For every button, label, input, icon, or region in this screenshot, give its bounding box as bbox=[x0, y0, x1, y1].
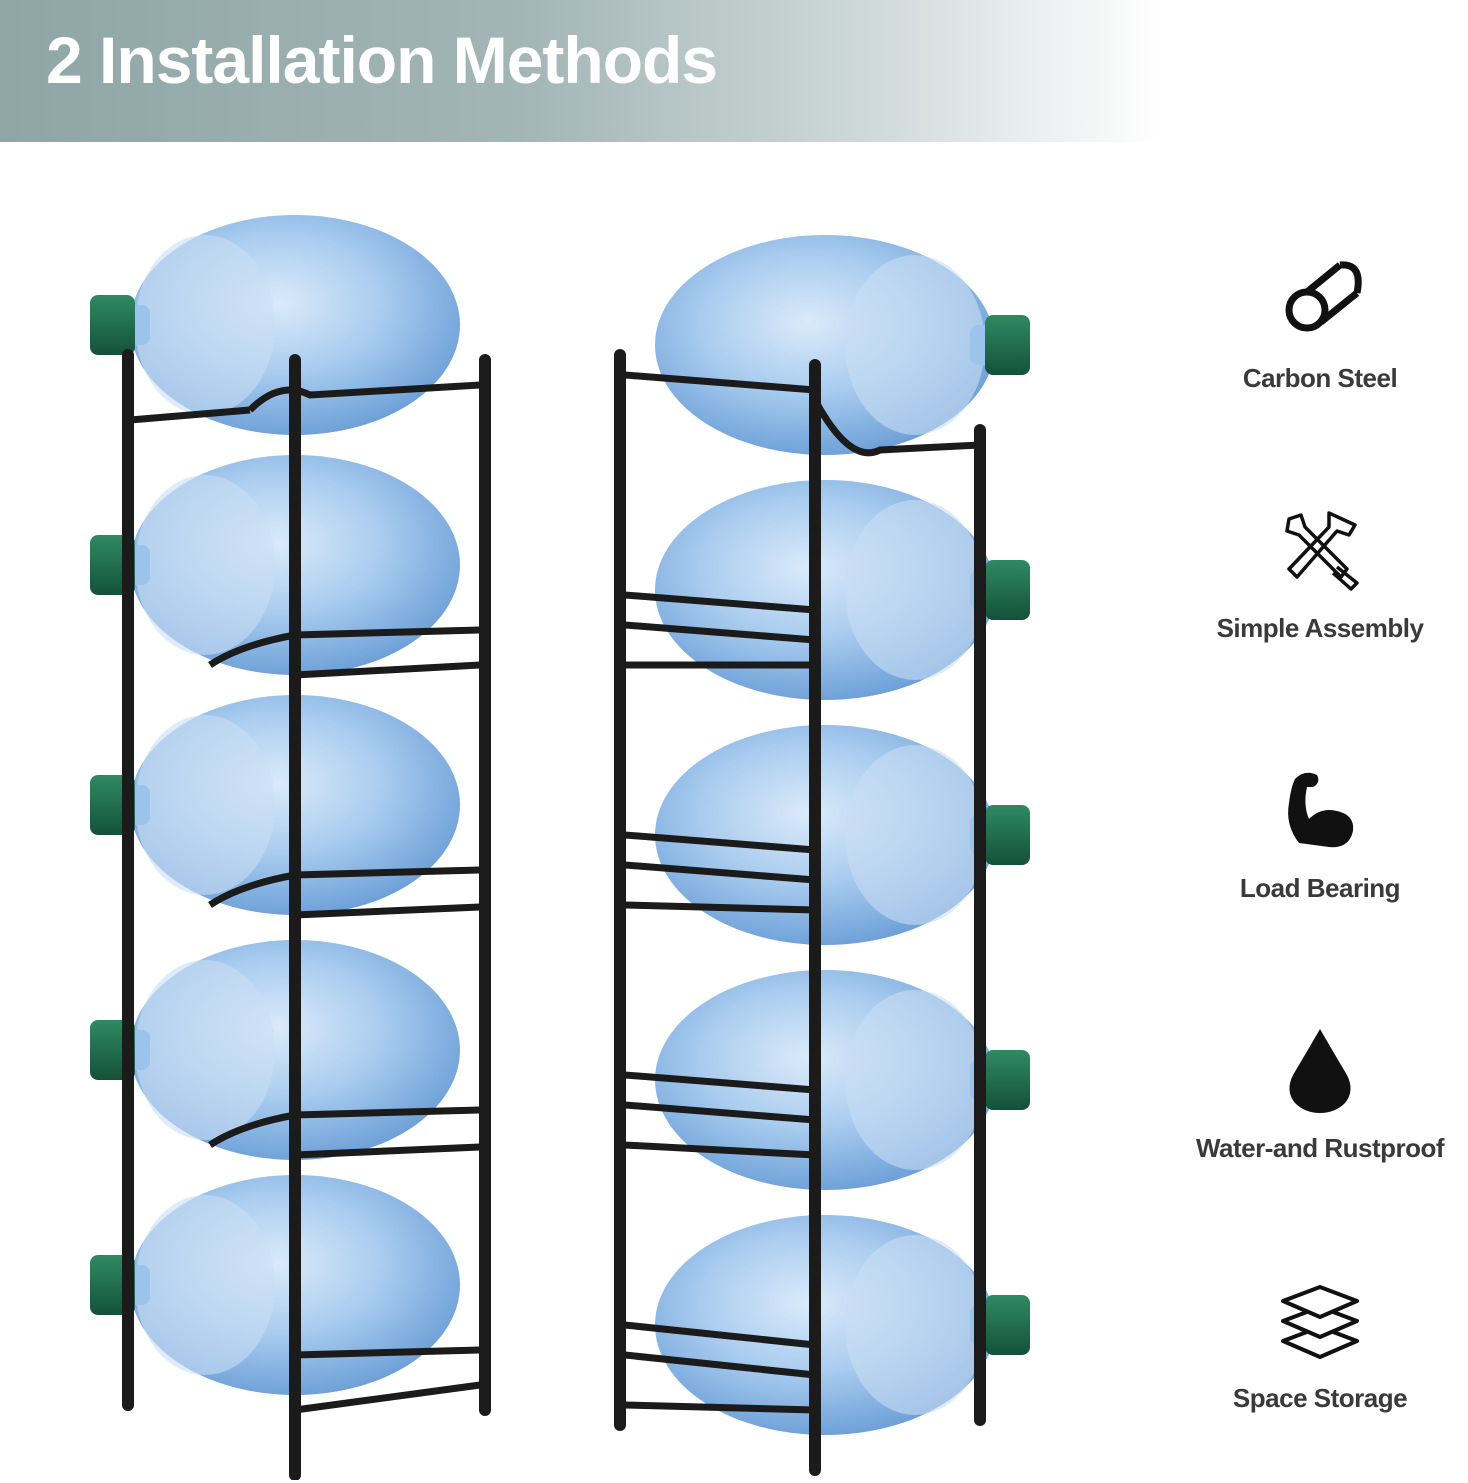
left-rack bbox=[90, 215, 491, 1480]
layers-icon bbox=[1281, 1285, 1359, 1359]
feature-label: Load Bearing bbox=[1239, 873, 1401, 903]
water-drop-icon bbox=[1289, 1029, 1351, 1113]
feature-space-storage: Space Storage bbox=[1170, 1275, 1468, 1414]
feature-simple-assembly: Simple Assembly bbox=[1170, 505, 1468, 644]
feature-water-rustproof: Water-and Rustproof bbox=[1170, 1025, 1468, 1164]
feature-label: Carbon Steel bbox=[1242, 363, 1398, 393]
steel-pipe-icon bbox=[1285, 261, 1362, 332]
right-rack bbox=[614, 235, 1030, 1476]
feature-label: Water-and Rustproof bbox=[1195, 1133, 1445, 1163]
header-banner: 2 Installation Methods bbox=[0, 0, 1160, 142]
feature-list: Carbon Steel Simple Assembly Load Bearin… bbox=[1170, 240, 1468, 1460]
feature-load-bearing: Load Bearing bbox=[1170, 765, 1468, 904]
bottle bbox=[90, 940, 460, 1160]
banner-title: 2 Installation Methods bbox=[46, 23, 718, 97]
bottle bbox=[655, 480, 1030, 700]
tools-icon bbox=[1285, 511, 1359, 591]
feature-label: Space Storage bbox=[1232, 1383, 1408, 1413]
feature-carbon-steel: Carbon Steel bbox=[1170, 255, 1468, 394]
bottle bbox=[655, 235, 1030, 455]
bottle bbox=[655, 725, 1030, 945]
bicep-icon bbox=[1288, 772, 1354, 848]
bottle bbox=[90, 1175, 460, 1395]
bottle bbox=[655, 1215, 1030, 1435]
feature-label: Simple Assembly bbox=[1216, 613, 1424, 643]
bottle bbox=[90, 215, 460, 435]
product-image-water-bottle-racks bbox=[90, 215, 1030, 1480]
bottle bbox=[655, 970, 1030, 1190]
